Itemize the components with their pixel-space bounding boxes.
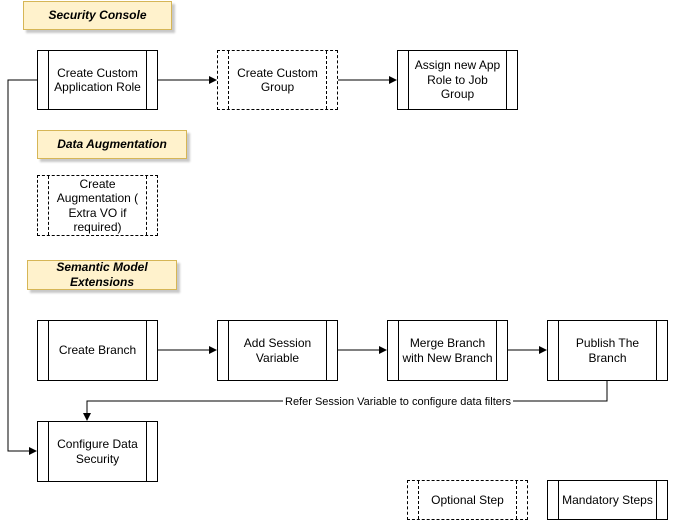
node-publish-the-branch[interactable]: Publish The Branch [547,320,668,381]
edge-label-refer-session-variable: Refer Session Variable to configure data… [283,396,514,409]
node-create-branch[interactable]: Create Branch [37,320,158,381]
node-assign-app-role-to-job-group[interactable]: Assign new App Role to Job Group [397,50,518,110]
node-create-custom-group[interactable]: Create Custom Group [217,50,338,110]
section-semantic-model-extensions: Semantic Model Extensions [27,260,177,290]
edge-app-role-to-configure [7,79,37,455]
legend-mandatory-steps: Mandatory Steps [547,480,668,520]
node-configure-data-security[interactable]: Configure Data Security [37,421,158,482]
section-security-console: Security Console [23,1,172,30]
legend-optional-step: Optional Step [407,480,528,520]
node-create-augmentation[interactable]: Create Augmentation ( Extra VO if requir… [37,175,158,236]
node-create-custom-application-role[interactable]: Create Custom Application Role [37,50,158,110]
node-add-session-variable[interactable]: Add Session Variable [217,320,338,381]
node-merge-branch[interactable]: Merge Branch with New Branch [387,320,508,381]
section-data-augmentation: Data Augmentation [37,130,187,159]
